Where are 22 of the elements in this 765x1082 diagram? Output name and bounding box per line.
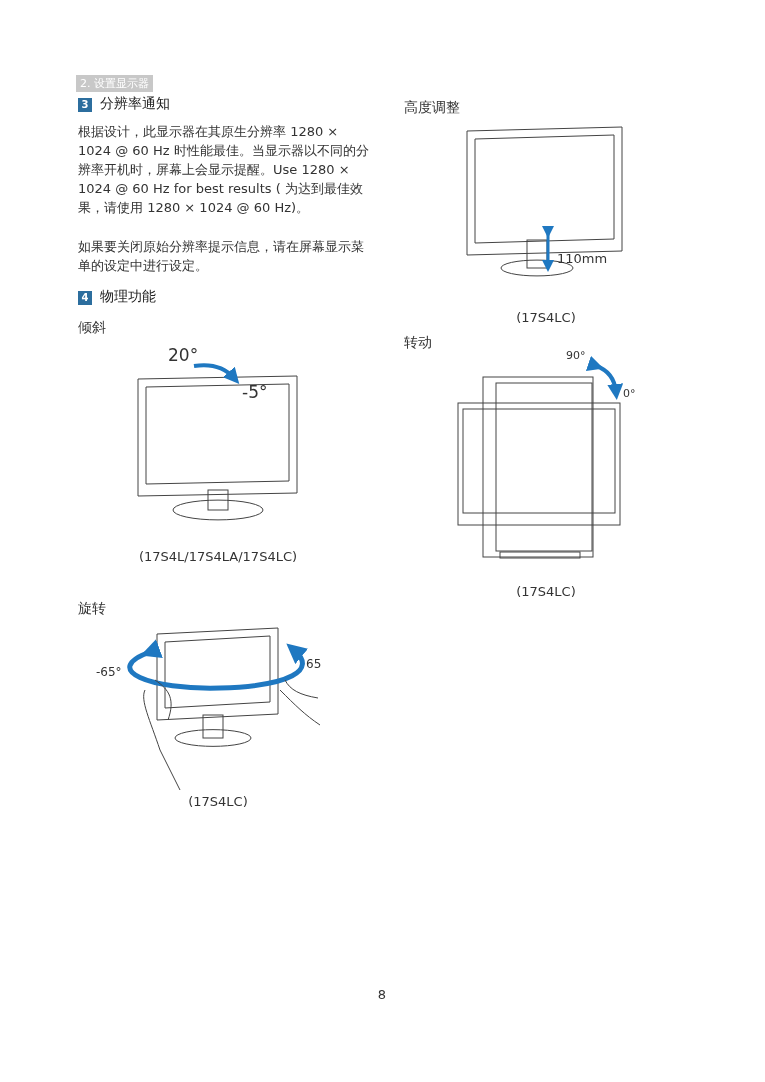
- angle-label: 65: [306, 656, 322, 673]
- model-caption: (17S4LC): [516, 309, 576, 327]
- number-badge: 4: [78, 291, 92, 305]
- subheading: 转动: [404, 333, 432, 352]
- page-number: 8: [377, 986, 387, 1004]
- model-caption: (17S4LC): [516, 583, 576, 601]
- angle-label: 90°: [566, 348, 586, 364]
- subheading: 倾斜: [78, 318, 106, 337]
- model-caption: (17S4L/17S4LA/17S4LC): [138, 548, 298, 566]
- angle-label: -65°: [96, 664, 122, 681]
- paragraph: 如果要关闭原始分辨率提示信息，请在屏幕显示菜单的设定中进行设定。: [78, 238, 365, 275]
- section-heading: 物理功能: [100, 288, 156, 306]
- number-badge: 3: [78, 98, 92, 112]
- section-heading: 分辨率通知: [100, 95, 170, 113]
- angle-label: -5°: [242, 381, 268, 404]
- subheading: 高度调整: [404, 98, 460, 117]
- angle-label: 20°: [168, 344, 199, 367]
- subheading: 旋转: [78, 599, 106, 618]
- dimension-label: 110mm: [557, 250, 608, 268]
- model-caption: (17S4LC): [188, 793, 248, 811]
- angle-label: 0°: [623, 386, 636, 402]
- paragraph: 根据设计，此显示器在其原生分辨率 1280 × 1024 @ 60 Hz 时性能最佳。当显示器以不同的分辨率开机时，屏幕上会显示提醒。Use 1280 × 1024 @ 60 Hz for best results ( 为达到最佳效果，请使用 1280 × 1024 @ 60 Hz)。: [78, 123, 370, 217]
